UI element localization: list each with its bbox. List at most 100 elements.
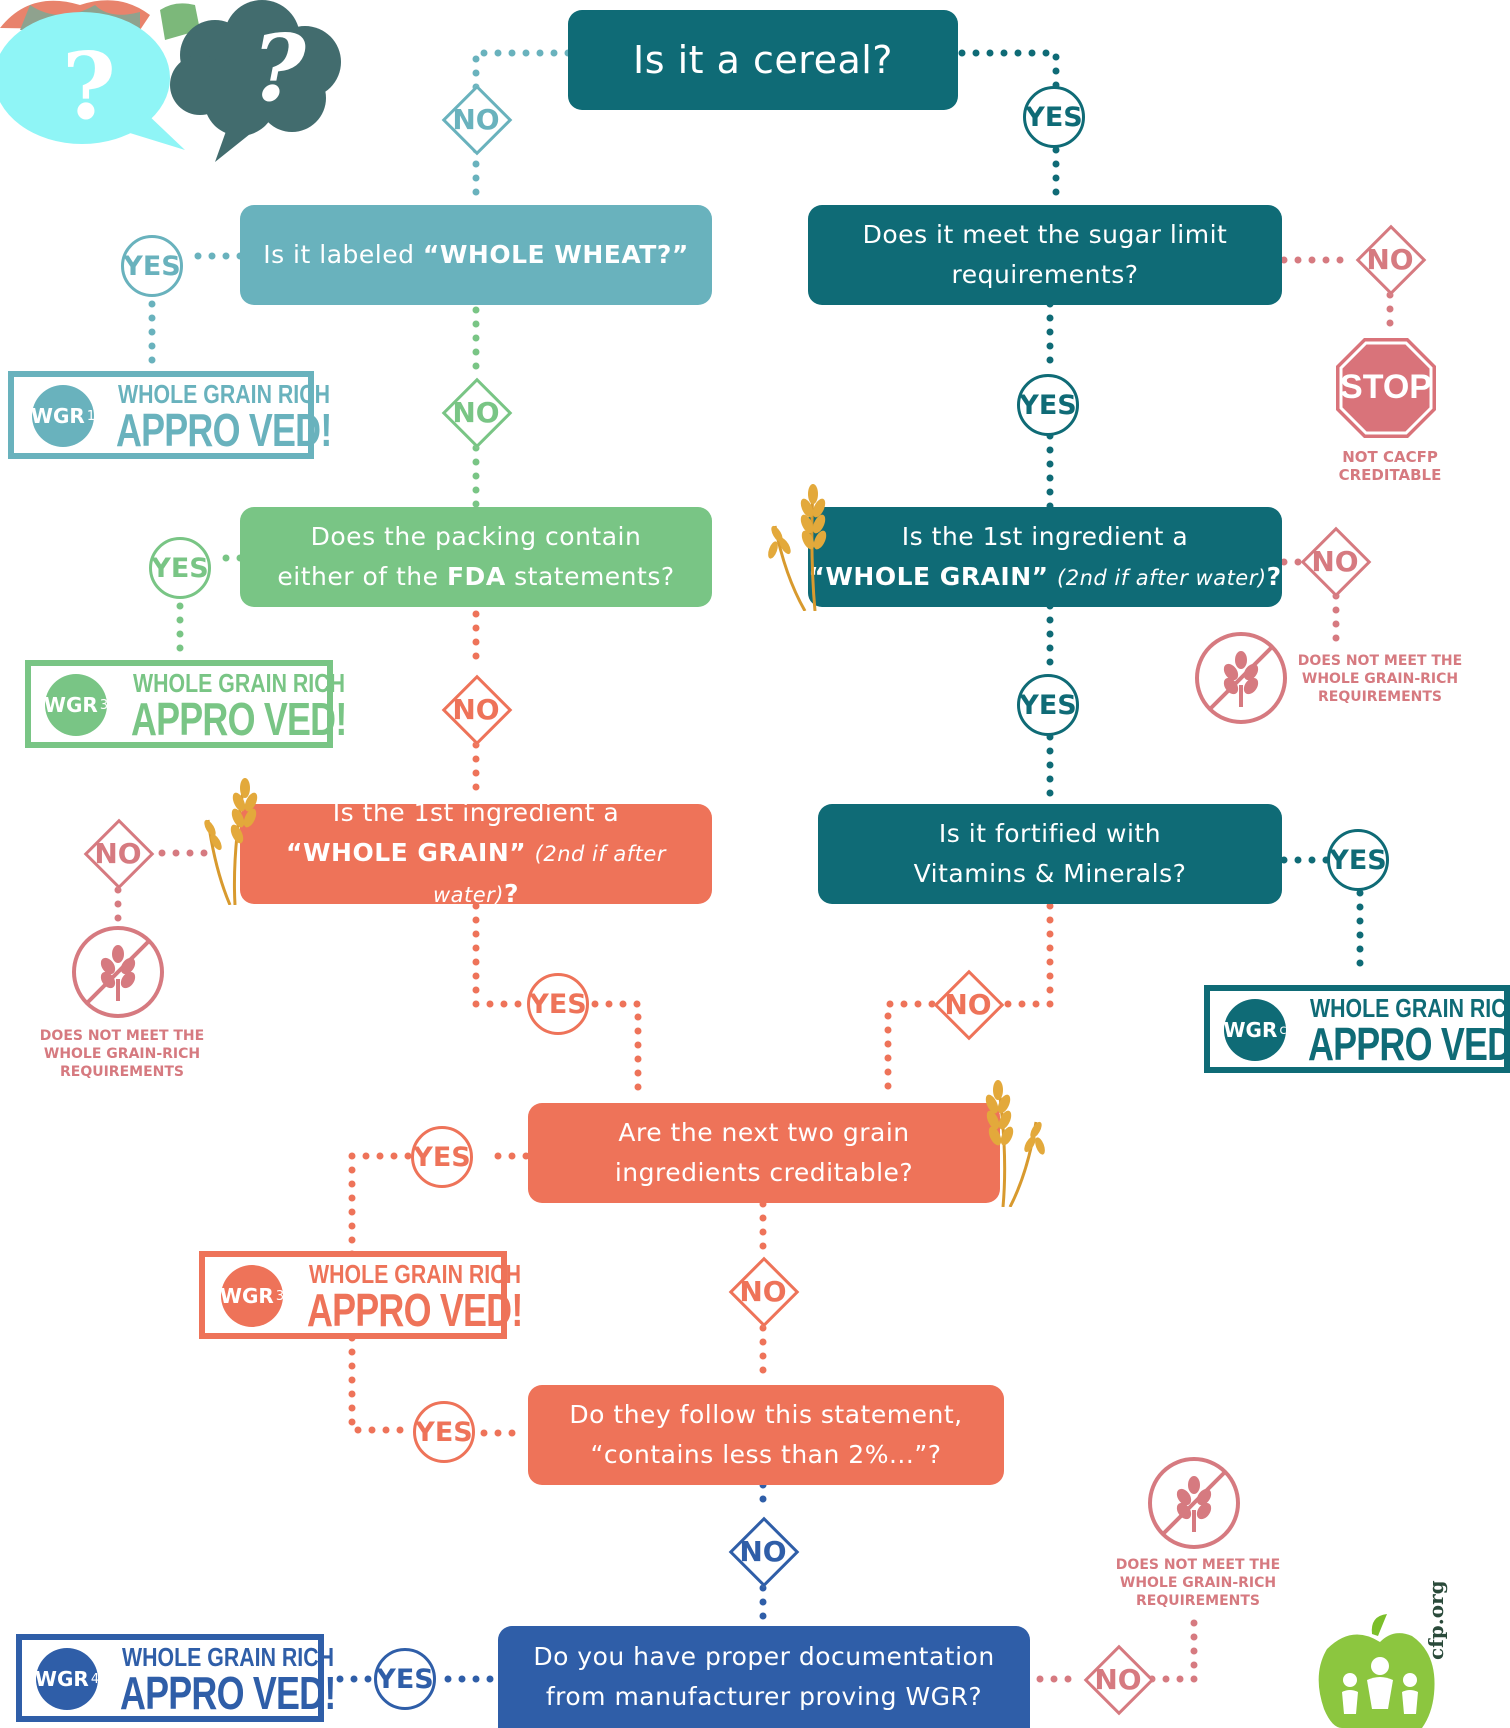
no-diamond-documentation: NO — [1083, 1644, 1153, 1714]
yes-circle-fda: YES — [149, 537, 211, 599]
no-label: NO — [739, 1274, 787, 1308]
yes-circle-sugar: YES — [1017, 374, 1079, 436]
svg-text:?: ? — [252, 14, 307, 122]
no-label: NO — [944, 987, 992, 1021]
ingredient-right-italic: (2nd if after water) — [1057, 565, 1267, 590]
apple-family-logo-icon — [1318, 1614, 1435, 1728]
yes-label: YES — [376, 1663, 434, 1695]
no-label: NO — [94, 836, 142, 870]
yes-circle-fortified: YES — [1327, 829, 1389, 891]
does-not-meet-note: DOES NOT MEET THE WHOLE GRAIN-RICH REQUI… — [1108, 1556, 1288, 1610]
no-diamond-ingredient-right: NO — [1300, 526, 1370, 596]
dnm-line2: WHOLE GRAIN-RICH — [43, 1046, 201, 1062]
question-fda-statements: Does the packing contain either of the F… — [240, 507, 712, 607]
yes-circle-ingredient-right: YES — [1017, 674, 1079, 736]
disc-text: WGR — [30, 404, 85, 428]
dnm-line3: REQUIREMENTS — [1135, 1593, 1260, 1609]
disc-sup: c — [1279, 1022, 1287, 1038]
dnm-line3: REQUIREMENTS — [59, 1064, 184, 1080]
no-label: NO — [452, 102, 500, 136]
yes-label: YES — [123, 250, 181, 282]
next-two-line1: Are the next two grain — [618, 1118, 910, 1147]
yes-circle-documentation: YES — [374, 1648, 436, 1710]
not-creditable-note: NOT CACFP CREDITABLE — [1338, 448, 1442, 484]
badge-line1: WHOLE GRAIN RICH — [1310, 993, 1510, 1023]
ingredient-left-italic: (2nd if after water) — [432, 842, 666, 907]
sugar-line2: requirements? — [951, 260, 1139, 289]
ingredient-right-line2: “WHOLE GRAIN” (2nd if after water)? — [808, 557, 1281, 598]
no-label: NO — [1311, 544, 1359, 578]
question-cereal-text: Is it a cereal? — [633, 38, 893, 82]
question-fortified: Is it fortified with Vitamins & Minerals… — [818, 804, 1282, 904]
yes-label: YES — [415, 1416, 473, 1448]
no-label: NO — [1094, 1662, 1142, 1696]
no-label: NO — [739, 1534, 787, 1568]
whole-wheat-bold: “WHOLE WHEAT?” — [422, 240, 689, 269]
disc-text: WGR — [34, 1667, 89, 1691]
no-diamond-whole-wheat: NO — [441, 377, 511, 447]
dnm-line1: DOES NOT MEET THE — [1297, 653, 1463, 669]
no-grain-icon — [1195, 632, 1287, 724]
ingredient-left-bold: “WHOLE GRAIN” — [286, 838, 527, 867]
disc-sup: 4 — [90, 1671, 100, 1687]
yes-label: YES — [151, 552, 209, 584]
does-not-meet-note: DOES NOT MEET THE WHOLE GRAIN-RICH REQUI… — [32, 1027, 212, 1081]
question-first-ingredient-right: Is the 1st ingredient a “WHOLE GRAIN” (2… — [808, 507, 1282, 607]
disc-text: WGR — [43, 693, 98, 717]
fortified-line2: Vitamins & Minerals? — [913, 859, 1187, 888]
question-documentation: Do you have proper documentation from ma… — [498, 1626, 1030, 1728]
no-grain-icon — [72, 926, 164, 1018]
dnm-line1: DOES NOT MEET THE — [39, 1028, 205, 1044]
badge-line1: WHOLE GRAIN RICH — [118, 379, 331, 409]
ingredient-right-q: ? — [1266, 561, 1282, 591]
question-first-ingredient-left: Is the 1st ingredient a “WHOLE GRAIN” (2… — [240, 798, 712, 908]
no-diamond-sugar: NO — [1355, 224, 1425, 294]
question-whole-wheat-text: Is it labeled “WHOLE WHEAT?” — [263, 235, 689, 275]
badge-line1: WHOLE GRAIN RICH — [133, 668, 346, 698]
stop-sign-icon — [1336, 338, 1436, 438]
whole-wheat-pre: Is it labeled — [263, 240, 423, 269]
follow-line1: Do they follow this statement, — [569, 1400, 963, 1429]
question-next-two-grains: Are the next two grain ingredients credi… — [528, 1103, 1000, 1203]
question-whole-wheat: Is it labeled “WHOLE WHEAT?” — [240, 205, 712, 305]
yes-label: YES — [529, 988, 587, 1020]
yes-label: YES — [1019, 389, 1077, 421]
ingredient-left-q: ? — [504, 879, 520, 908]
question-bubbles-icon: ? ? — [0, 0, 341, 162]
yes-label: YES — [1329, 844, 1387, 876]
disc-sup: 1 — [86, 408, 96, 424]
question-less-than-2: Do they follow this statement, “contains… — [528, 1385, 1004, 1485]
question-sugar-limit: Does it meet the sugar limit requirement… — [808, 205, 1282, 305]
no-label: NO — [452, 395, 500, 429]
dnm-line2: WHOLE GRAIN-RICH — [1119, 1575, 1277, 1591]
yes-circle-next-two: YES — [411, 1126, 473, 1188]
wheat-icon — [985, 1080, 1045, 1207]
ingredient-left-line2: “WHOLE GRAIN” (2nd if after water)? — [240, 833, 712, 915]
logo-text: cfp.org — [1424, 1580, 1448, 1660]
disc-sup: 3 — [99, 697, 109, 713]
no-diamond-next-two: NO — [728, 1256, 798, 1326]
no-label: NO — [1366, 242, 1414, 276]
yes-circle-cereal: YES — [1023, 86, 1085, 148]
badge-line2: APPRO VED! — [116, 404, 332, 456]
doc-line2: from manufacturer proving WGR? — [545, 1682, 983, 1711]
no-diamond-fortified: NO — [933, 969, 1003, 1039]
no-grain-icon — [1148, 1457, 1240, 1549]
wheat-icon — [204, 778, 258, 905]
dnm-line3: REQUIREMENTS — [1317, 689, 1442, 705]
fda-line2-pre: either of the — [277, 562, 447, 591]
dnm-line1: DOES NOT MEET THE — [1115, 1557, 1281, 1573]
no-diamond-fda: NO — [441, 674, 511, 744]
no-diamond-ingredient-left: NO — [83, 818, 153, 888]
disc-text: WGR — [1223, 1018, 1278, 1042]
ingredient-right-bold: “WHOLE GRAIN” — [808, 561, 1049, 591]
yes-circle-ingredient-left: YES — [527, 973, 589, 1035]
badge-line2: APPRO VED! — [1308, 1018, 1510, 1070]
dnm-line2: WHOLE GRAIN-RICH — [1301, 671, 1459, 687]
